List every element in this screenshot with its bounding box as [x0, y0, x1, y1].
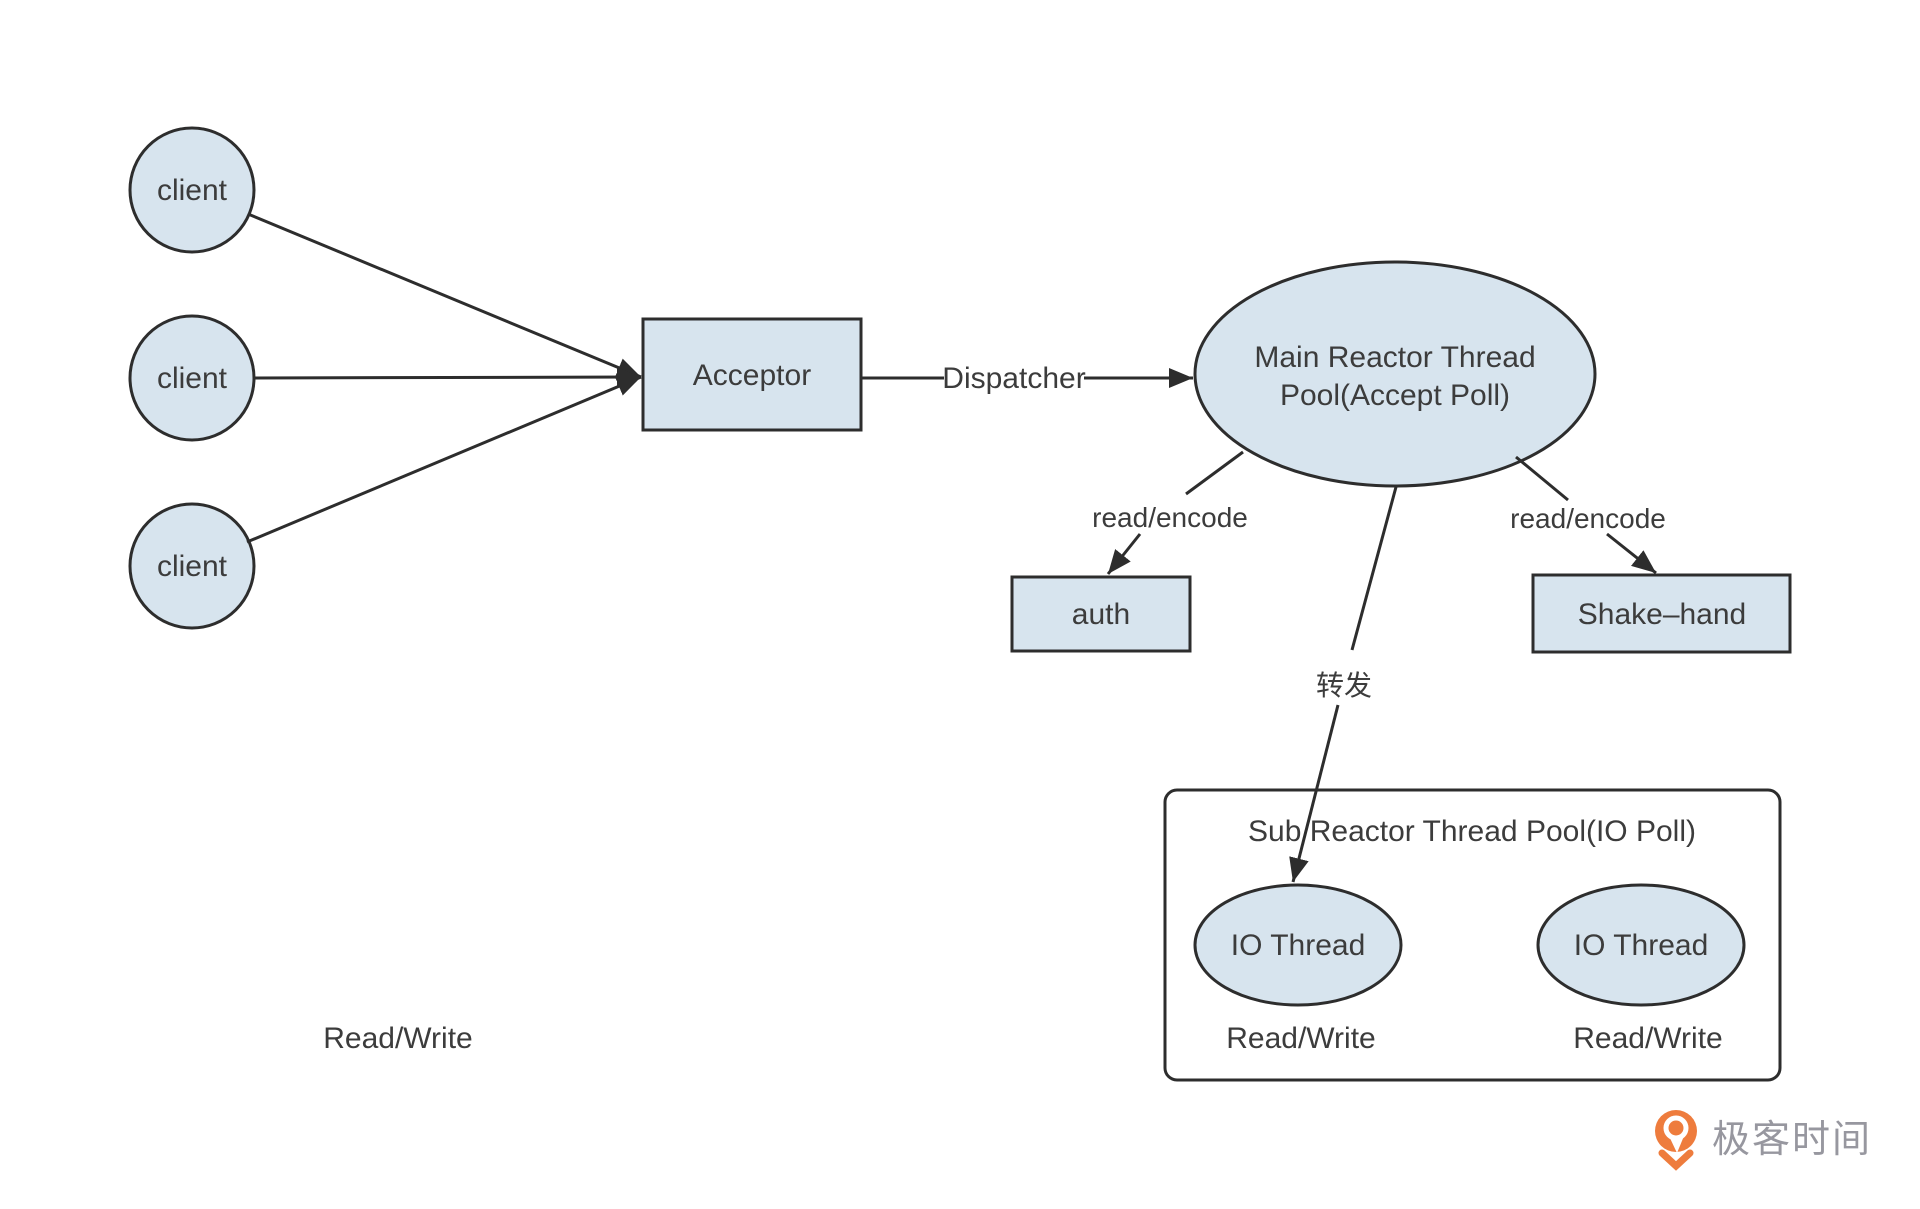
client-circle-3 [128, 502, 256, 630]
client1-to-acceptor-arrow [247, 212, 642, 379]
main-reactor-ellipse [1193, 260, 1597, 488]
forward-arrow-segment-2 [1289, 704, 1340, 883]
acceptor-label: Acceptor [693, 359, 811, 392]
read-write-label-left: Read/Write [1226, 1022, 1376, 1055]
io-thread-ellipse-left [1193, 883, 1403, 1007]
io-thread-label-left: IO Thread [1231, 929, 1366, 962]
reactor-to-auth-arrow [1106, 533, 1142, 575]
io-thread-label-right: IO Thread [1574, 929, 1709, 962]
read-write-label-right: Read/Write [1573, 1022, 1723, 1055]
read-encode-label-left: read/encode [1092, 502, 1248, 533]
acceptor-box [641, 317, 863, 432]
main-reactor-label-line2: Pool(Accept Poll) [1280, 379, 1510, 412]
sub-reactor-title: Sub Reactor Thread Pool(IO Poll) [1248, 815, 1696, 848]
main-reactor-label-line1: Main Reactor Thread [1254, 341, 1535, 374]
reactor-to-shakehand-segment [1515, 455, 1569, 502]
dispatcher-label: Dispatcher [942, 362, 1085, 395]
forward-label: 转发 [1316, 670, 1372, 701]
shake-hand-box [1531, 573, 1792, 654]
client2-to-acceptor-arrow [253, 367, 642, 388]
forward-arrow-segment-1 [1350, 486, 1398, 651]
geektime-logo: 极客时间 [1655, 1110, 1872, 1171]
auth-label: auth [1072, 598, 1130, 631]
client-label-2: client [157, 362, 228, 395]
standalone-read-write-label: Read/Write [323, 1022, 473, 1055]
shake-hand-label: Shake–hand [1578, 598, 1747, 631]
geektime-logo-text: 极客时间 [1712, 1119, 1872, 1161]
client3-to-acceptor-arrow [246, 375, 642, 544]
sub-reactor-container [1163, 788, 1782, 1082]
reactor-to-auth-segment [1185, 450, 1244, 496]
client-label-3: client [157, 550, 228, 583]
io-thread-ellipse-right [1536, 883, 1746, 1007]
client-label-1: client [157, 174, 228, 207]
reactor-to-shakehand-arrow [1606, 532, 1657, 575]
geektime-logo-icon [1655, 1110, 1697, 1171]
auth-box [1010, 575, 1192, 653]
read-encode-label-right: read/encode [1510, 503, 1666, 534]
client-circle-1 [128, 126, 256, 254]
